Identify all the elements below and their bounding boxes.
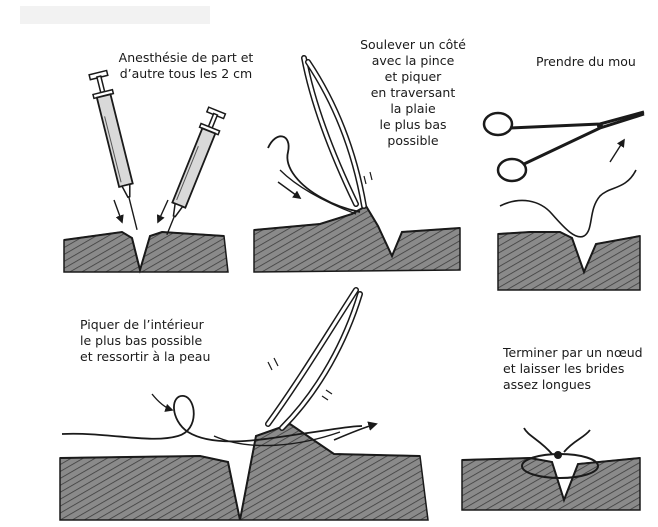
panel-lift-side [253,55,461,273]
skin-tissue [461,457,641,511]
arrow-icon [156,199,169,224]
skin-tissue [59,423,429,521]
suture-thread-icon [61,395,363,443]
arrow-icon [113,199,124,224]
caption-line: Prendre du mou [536,54,636,69]
skin-surface-line [59,422,421,521]
curved-needle [213,431,341,447]
arrow-icon [277,181,302,199]
suture-thread-icon [267,135,361,213]
caption-line: avec la pince [371,53,455,68]
caption-line: le plus bas [379,117,447,132]
skin-surface-line [253,204,461,259]
caption-line: Anesthésie de part et [118,50,254,65]
caption-line: Terminer par un nœud [503,345,643,360]
skin-surface-line [461,456,641,504]
suture-thread-icon [499,169,637,238]
motion-marks [363,171,373,185]
forceps-icon [265,287,363,431]
arrow-icon [609,138,625,163]
caption-line: en traversant [370,85,456,100]
faded-header-band [20,6,210,24]
arrow-icon [333,421,378,441]
panel-take-slack [482,110,645,291]
panel-finish-knot [461,427,641,511]
skin-surface-line [63,230,225,274]
motion-marks [267,357,333,401]
caption-line: possible [387,133,439,148]
caption-line: Soulever un côté [360,37,466,52]
skin-tissue [253,204,461,273]
syringe-icon [88,69,138,231]
knot-icon [521,427,599,479]
caption-lift-side: Soulever un côté avec la pince et piquer… [348,37,478,149]
skin-surface-line [497,231,641,275]
needle-holder-icon [482,110,645,183]
caption-line: et ressortir à la peau [80,349,211,364]
panel-inside-pierce [59,287,429,521]
forceps-icon [301,55,367,209]
caption-inside-pierce: Piquer de l’intérieur le plus bas possib… [80,317,210,365]
caption-line: et laisser les brides [503,361,625,376]
caption-line: la plaie [390,101,436,116]
caption-line: assez longues [503,377,592,392]
caption-finish-knot: Terminer par un nœud et laisser les brid… [503,345,643,393]
arrow-icon [151,393,174,412]
syringe-icon [166,106,227,236]
caption-line: Piquer de l’intérieur [80,317,204,332]
caption-line: d’autre tous les 2 cm [119,66,253,81]
caption-anesthesia: Anesthésie de part et d’autre tous les 2… [106,50,266,82]
caption-take-slack: Prendre du mou [536,54,636,70]
suture-thread-icon [279,169,357,215]
panel-anesthesia [63,69,229,274]
caption-line: le plus bas possible [80,333,203,348]
caption-line: et piquer [384,69,442,84]
